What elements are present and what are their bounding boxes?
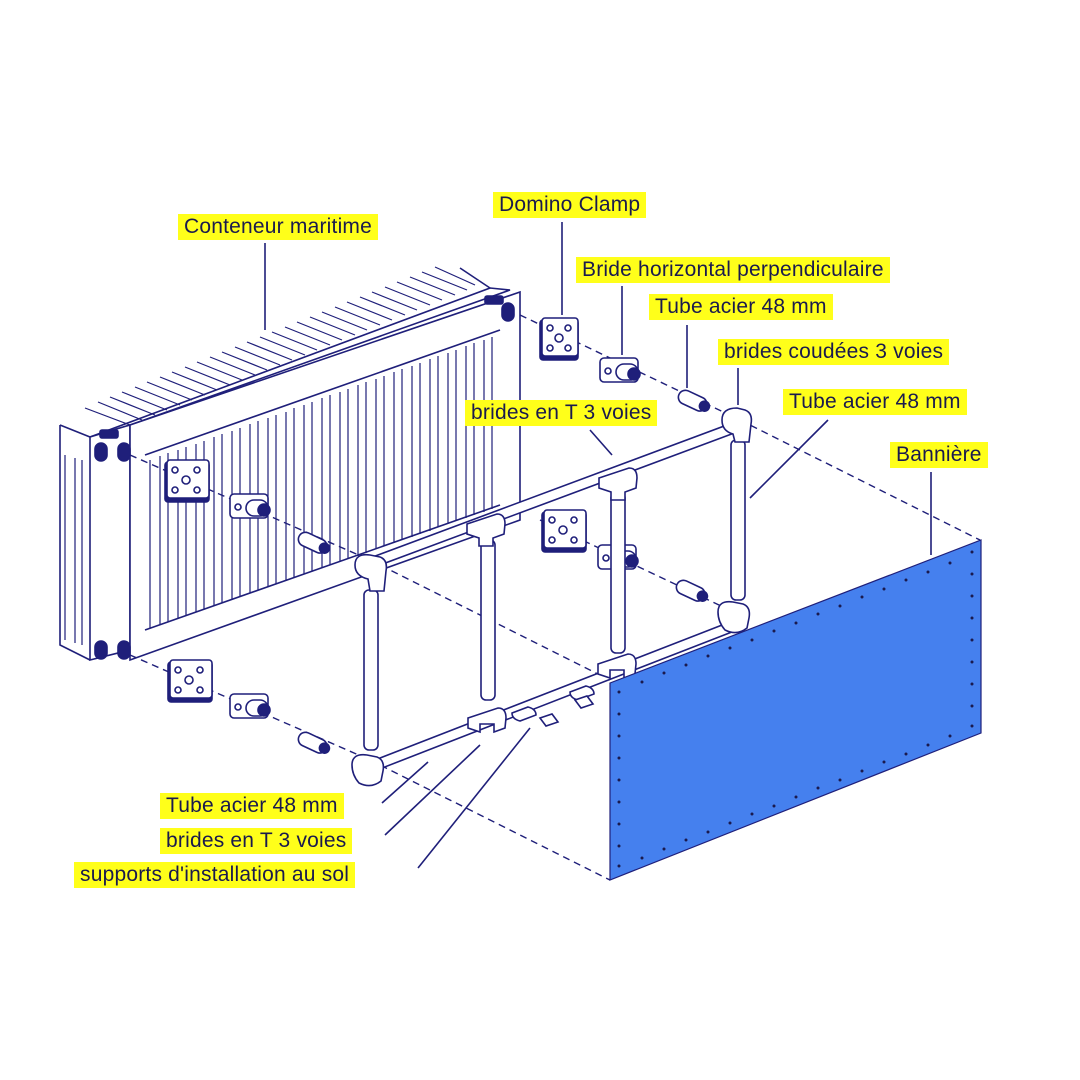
label-bride-horizontal-perpendiculaire: Bride horizontal perpendiculaire: [576, 257, 890, 283]
domino-clamps: [164, 317, 587, 703]
tube-frame: [351, 407, 753, 787]
label-tube-acier-top: Tube acier 48 mm: [649, 294, 833, 320]
label-brides-en-t-bottom: brides en T 3 voies: [160, 828, 353, 854]
perpendicular-flanges: [229, 357, 641, 719]
tube-stubs: [297, 389, 711, 754]
leader-lines: [264, 222, 932, 869]
label-tube-acier-bottom: Tube acier 48 mm: [160, 793, 344, 819]
label-brides-en-t-top: brides en T 3 voies: [465, 400, 658, 426]
label-domino-clamp: Domino Clamp: [493, 192, 647, 218]
label-conteneur-maritime: Conteneur maritime: [178, 214, 379, 240]
label-supports-sol: supports d'installation au sol: [74, 862, 356, 888]
label-banniere: Bannière: [890, 442, 988, 468]
banner: [609, 539, 982, 881]
shipping-container: [59, 266, 521, 662]
label-brides-coudees: brides coudées 3 voies: [718, 339, 950, 365]
label-tube-acier-right: Tube acier 48 mm: [783, 389, 967, 415]
